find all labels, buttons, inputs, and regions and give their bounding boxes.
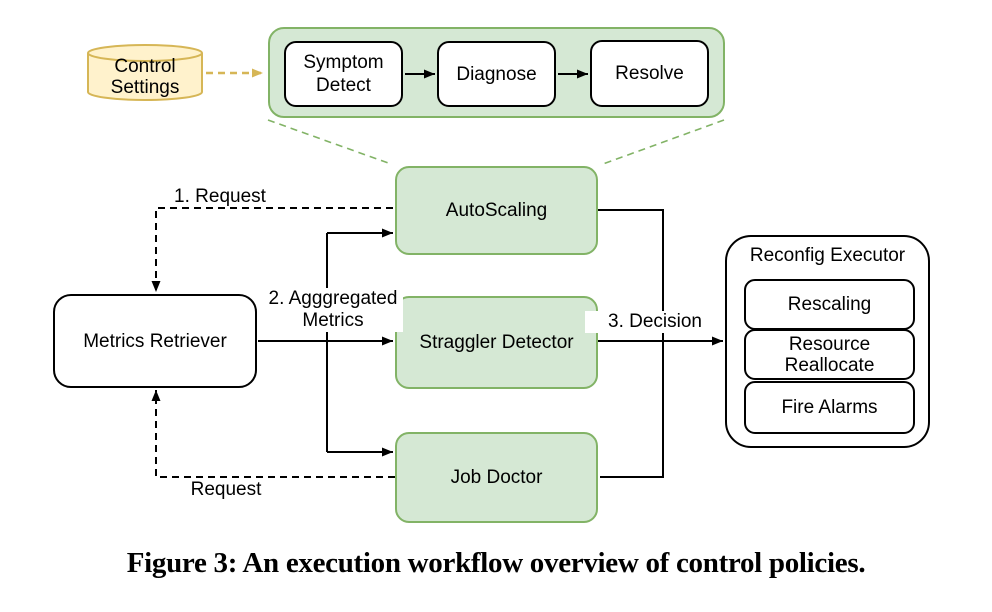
node-resolve: Resolve — [590, 40, 709, 107]
edge-decision-collector — [598, 209, 664, 478]
label-aggregated-metrics: 2. Agggregated Metrics — [263, 288, 403, 332]
node-fire-alarms: Fire Alarms — [744, 381, 915, 434]
node-resource-reallocate: Resource Reallocate — [744, 329, 915, 380]
node-control-settings-label: Control Settings — [110, 56, 180, 98]
label-decision: 3. Decision — [585, 311, 725, 333]
node-metrics-retriever: Metrics Retriever — [53, 294, 257, 388]
node-reconfig-executor: Reconfig Executor Rescaling Resource Rea… — [725, 235, 930, 448]
reconfig-executor-title: Reconfig Executor — [749, 245, 906, 266]
node-rescaling: Rescaling — [744, 279, 915, 330]
node-symptom-detect: Symptom Detect — [284, 41, 403, 107]
label-request-bottom: Request — [190, 479, 262, 500]
node-job-doctor: Job Doctor — [395, 432, 598, 523]
edge-pipeline-autoscaling-left — [267, 119, 392, 165]
edge-pipeline-autoscaling-right — [602, 119, 725, 165]
label-request-top: 1. Request — [174, 186, 266, 207]
node-diagnose: Diagnose — [437, 41, 556, 107]
edge-request-jobdoctor-to-metrics — [151, 390, 395, 478]
edge-request-autoscaling-to-metrics — [151, 207, 393, 292]
node-autoscaling: AutoScaling — [395, 166, 598, 255]
node-straggler-detector: Straggler Detector — [395, 296, 598, 389]
figure-caption: Figure 3: An execution workflow overview… — [126, 547, 866, 579]
